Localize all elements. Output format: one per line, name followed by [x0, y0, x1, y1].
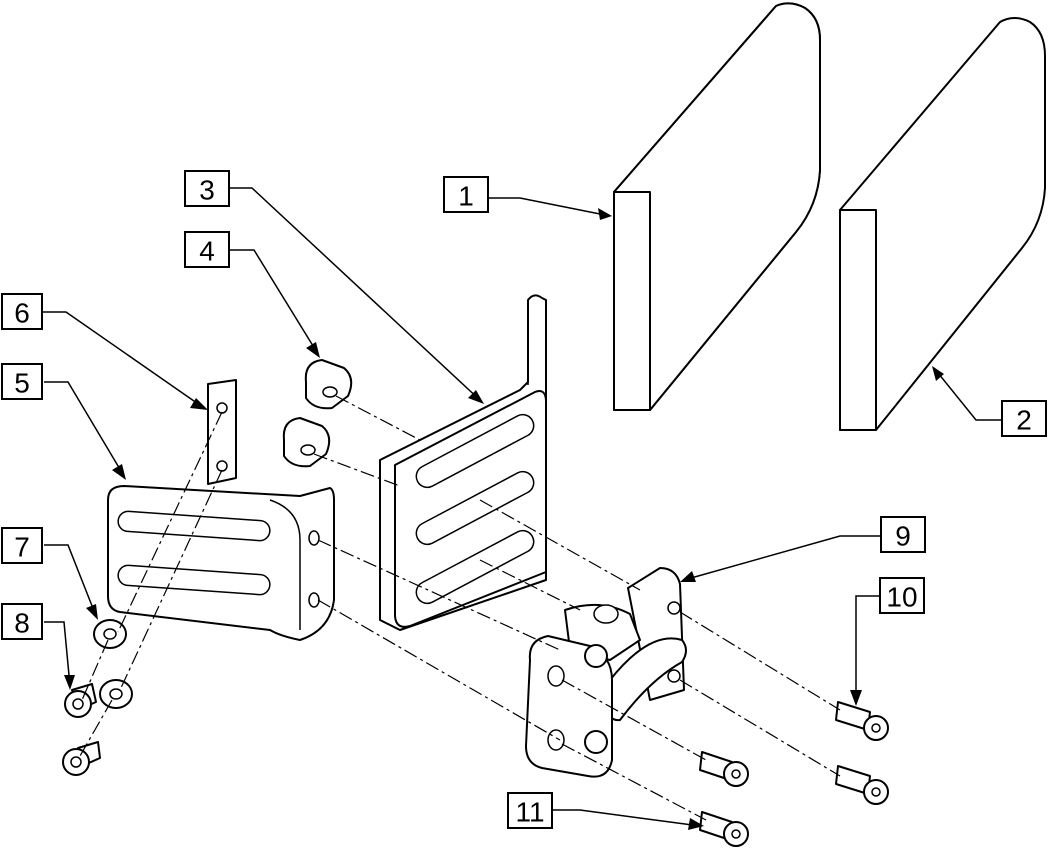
- pad-part-1: [613, 2, 821, 411]
- callout-10: 10: [879, 577, 925, 614]
- callout-6: 6: [1, 293, 43, 330]
- washer-part-7: [93, 619, 133, 709]
- svg-text:10: 10: [886, 582, 917, 613]
- svg-text:9: 9: [895, 521, 911, 552]
- svg-text:2: 2: [1016, 405, 1032, 436]
- callout-5: 5: [1, 363, 43, 400]
- callout-4: 4: [184, 231, 230, 268]
- mounting-plate-part-3: [379, 294, 547, 631]
- svg-text:6: 6: [14, 298, 30, 329]
- screw-part-10: [835, 701, 889, 805]
- svg-text:5: 5: [14, 368, 30, 399]
- callout-2: 2: [1001, 400, 1047, 437]
- svg-text:4: 4: [199, 236, 215, 267]
- screw-part-8: [62, 683, 101, 776]
- bracket-part-5: [107, 485, 335, 641]
- assembly-lines: [79, 395, 841, 821]
- svg-text:3: 3: [199, 175, 215, 206]
- svg-text:1: 1: [458, 181, 474, 212]
- svg-text:8: 8: [14, 608, 30, 639]
- callout-8: 8: [1, 603, 43, 640]
- pad-part-2: [839, 17, 1046, 431]
- callout-7: 7: [1, 527, 43, 564]
- callout-1: 1: [443, 176, 489, 213]
- clamp-assembly-part-9: [525, 567, 687, 778]
- callout-11: 11: [507, 792, 553, 829]
- svg-text:11: 11: [515, 797, 544, 828]
- svg-text:7: 7: [14, 532, 30, 563]
- callout-3: 3: [184, 170, 230, 207]
- screw-part-11: [699, 751, 749, 847]
- leader-lines: [40, 187, 1002, 830]
- spacer-part-4: [282, 359, 353, 468]
- bar-part-6: [207, 379, 237, 485]
- callout-9: 9: [880, 516, 926, 553]
